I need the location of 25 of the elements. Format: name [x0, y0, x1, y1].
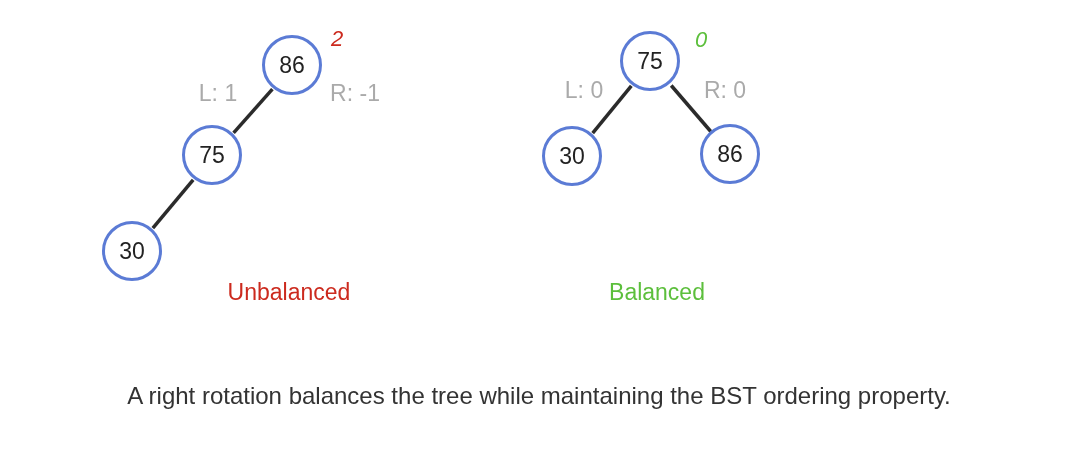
tree-node-circle [700, 124, 760, 184]
tree-node-circle [620, 31, 680, 91]
balance-factor: 0 [695, 27, 708, 53]
subtree-height-label: R: 0 [703, 76, 747, 104]
tree-node-circle [182, 125, 242, 185]
tree-node-circle [262, 35, 322, 95]
node-value: 30 [559, 142, 585, 170]
status-label: Unbalanced [227, 278, 351, 306]
caption: A right rotation balances the tree while maintaining the BST ordering property. [127, 382, 951, 410]
subtree-height-label: R: -1 [330, 79, 380, 107]
node-value: 86 [717, 140, 743, 168]
tree-edge [591, 84, 633, 135]
node-value: 30 [119, 237, 145, 265]
node-value: 75 [637, 47, 663, 75]
tree-node-circle [102, 221, 162, 281]
tree-edge [232, 88, 274, 134]
subtree-height-label: L: 1 [198, 79, 238, 107]
node-value: 86 [279, 51, 305, 79]
tree-edge [151, 178, 195, 230]
tree-node-circle [542, 126, 602, 186]
node-value: 75 [199, 141, 225, 169]
tree-edge [669, 84, 713, 133]
subtree-height-label: L: 0 [564, 76, 604, 104]
balance-factor: 2 [331, 26, 344, 52]
status-label: Balanced [609, 278, 705, 306]
